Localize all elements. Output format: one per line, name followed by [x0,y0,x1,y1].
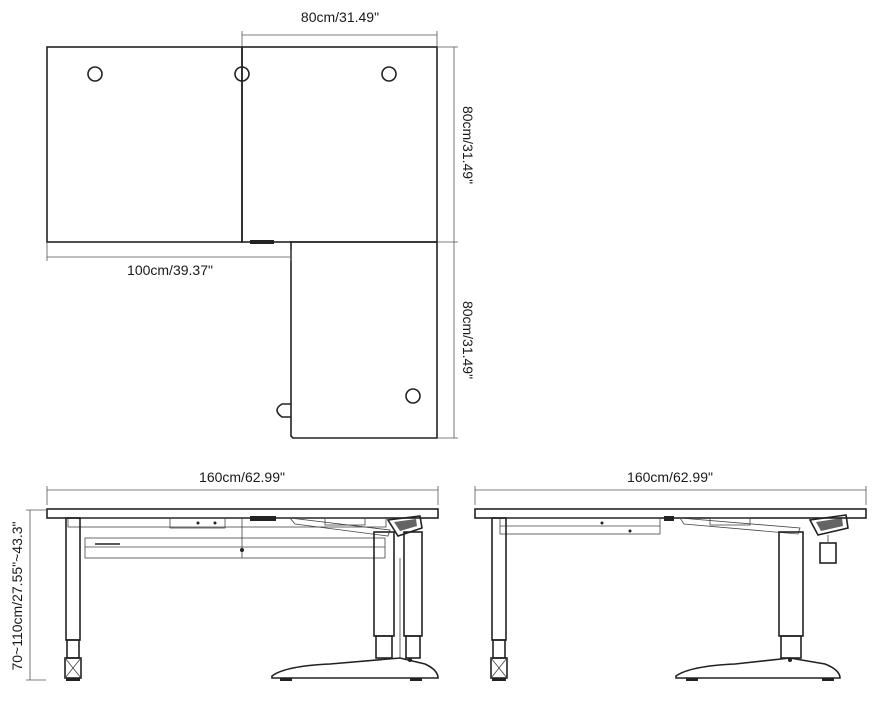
front-view: 160cm/62.99" 70~110cm/27.55"~43.3" [9,469,439,681]
grommet-hole-icon [405,388,421,404]
front-right-base [271,657,439,679]
side-left-leg-upper [491,517,507,641]
front-left-leg-lower [66,639,80,659]
front-clamp [250,516,276,521]
side-control-box [709,517,751,526]
keypad-icon [808,514,849,536]
side-right-leg-lower [780,635,802,659]
top-right-panel [241,46,438,243]
side-right-leg-upper [778,531,804,637]
dim-label-front-width: 160cm/62.99" [199,469,285,485]
dim-right-depth: 80cm/31.49" [437,46,476,243]
side-view: 160cm/62.99" [474,469,867,681]
dim-label-side-width: 160cm/62.99" [627,469,713,485]
dim-main-width: 100cm/39.37" [46,242,292,278]
front-bracket [169,517,226,529]
dim-label-right-depth: 80cm/31.49" [460,106,476,184]
return-tab [276,403,291,418]
side-power-box [819,542,837,564]
side-left-leg-lower [492,639,506,659]
dim-label-main-width: 100cm/39.37" [127,262,213,278]
front-control-box [324,517,366,526]
dim-top-right-width: 80cm/31.49" [241,9,438,47]
front-right-leg-b-lower [405,635,421,659]
dim-label-top-right-width: 80cm/31.49" [301,9,379,25]
front-left-leg-upper [65,517,81,641]
dim-height-range: 70~110cm/27.55"~43.3" [9,509,46,681]
seam-connector [250,240,274,244]
dim-front-width: 160cm/62.99" [46,469,439,505]
top-left-panel [46,46,243,243]
side-right-base [675,657,841,679]
dim-label-height-range: 70~110cm/27.55"~43.3" [9,521,25,670]
dim-side-width: 160cm/62.99" [474,469,867,505]
grommet-hole-icon [87,66,103,82]
grommet-hole-icon [234,66,250,82]
grommet-hole-icon [381,66,397,82]
keypad-icon [386,515,423,537]
front-right-leg-a-lower [375,635,393,659]
front-right-leg-b [403,531,423,637]
front-lower-beam [84,537,386,559]
front-right-leg-a [373,531,395,637]
side-clamp [664,516,674,521]
front-frame-beam [67,517,387,528]
front-desktop [46,508,439,519]
top-view: 80cm/31.49" 80cm/31.49" 80cm/31.49" 100c… [46,9,476,439]
dim-label-return-depth: 80cm/31.49" [460,301,476,379]
return-panel [290,241,438,439]
dim-return-depth: 80cm/31.49" [437,242,476,439]
